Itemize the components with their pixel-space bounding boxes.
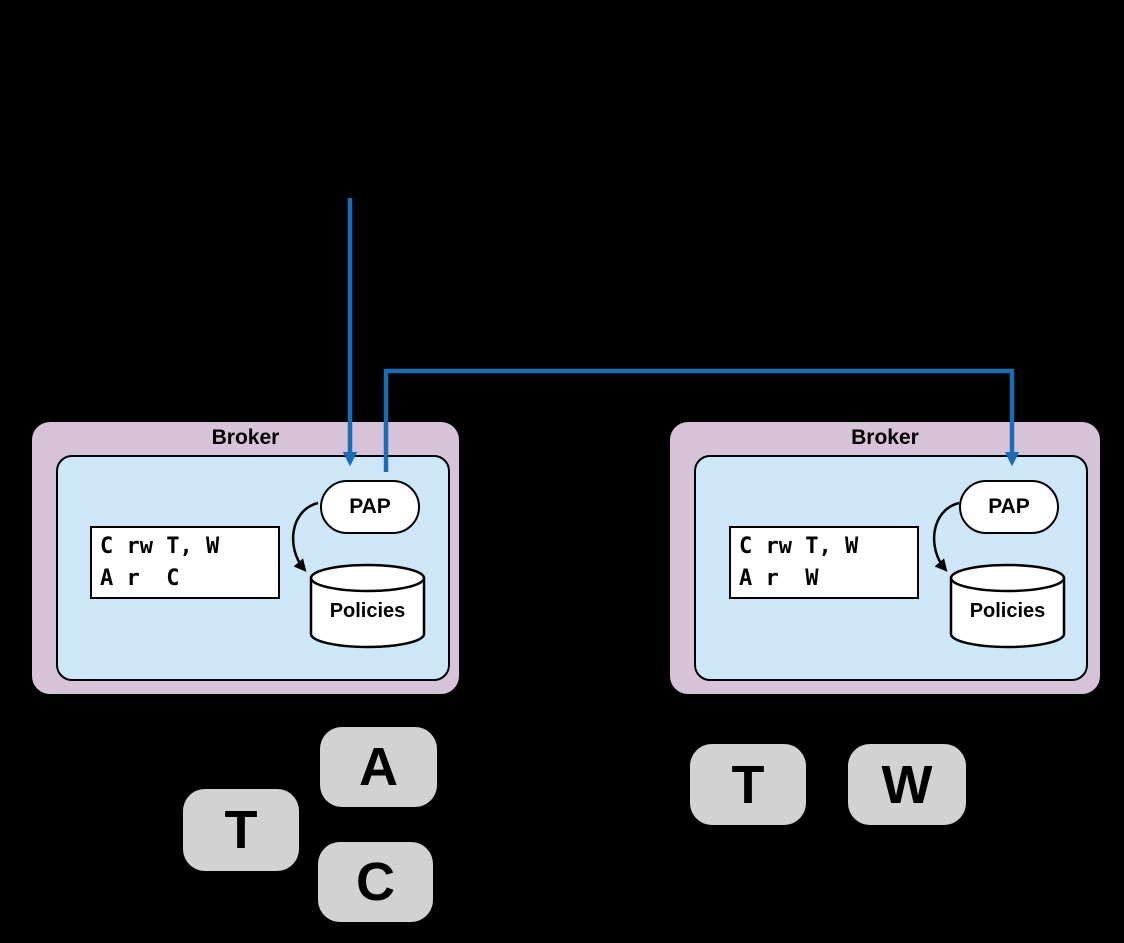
pap-node: PAP [320,480,420,534]
client-tile-w: W [848,744,966,825]
pap-label: PAP [349,495,391,518]
client-tile-a: A [320,727,437,807]
client-label: A [359,737,398,797]
policy-line-2: A r W [739,566,819,591]
client-label: T [731,754,765,815]
policy-table: C rw T, W A r W [729,526,919,599]
client-label: C [356,852,395,912]
client-tile-t: T [690,744,806,825]
policies-label: Policies [969,600,1046,622]
client-tile-t: T [183,789,299,871]
pap-node: PAP [959,480,1059,534]
policy-line-1: C rw T, W [739,534,859,559]
policy-table: C rw T, W A r C [90,526,280,599]
policies-label: Policies [329,600,406,622]
broker-box-left: Broker C rw T, W A r C PAP [30,420,461,696]
broker-box-right: Broker C rw T, W A r W PAP [668,420,1102,696]
client-tile-c: C [318,842,433,922]
policy-line-1: C rw T, W [100,534,220,559]
client-label: W [881,754,933,815]
broker-title: Broker [211,426,280,449]
pap-label: PAP [988,495,1030,518]
client-label: T [224,800,258,860]
policy-line-2: A r C [100,566,180,591]
broker-title: Broker [851,426,919,449]
